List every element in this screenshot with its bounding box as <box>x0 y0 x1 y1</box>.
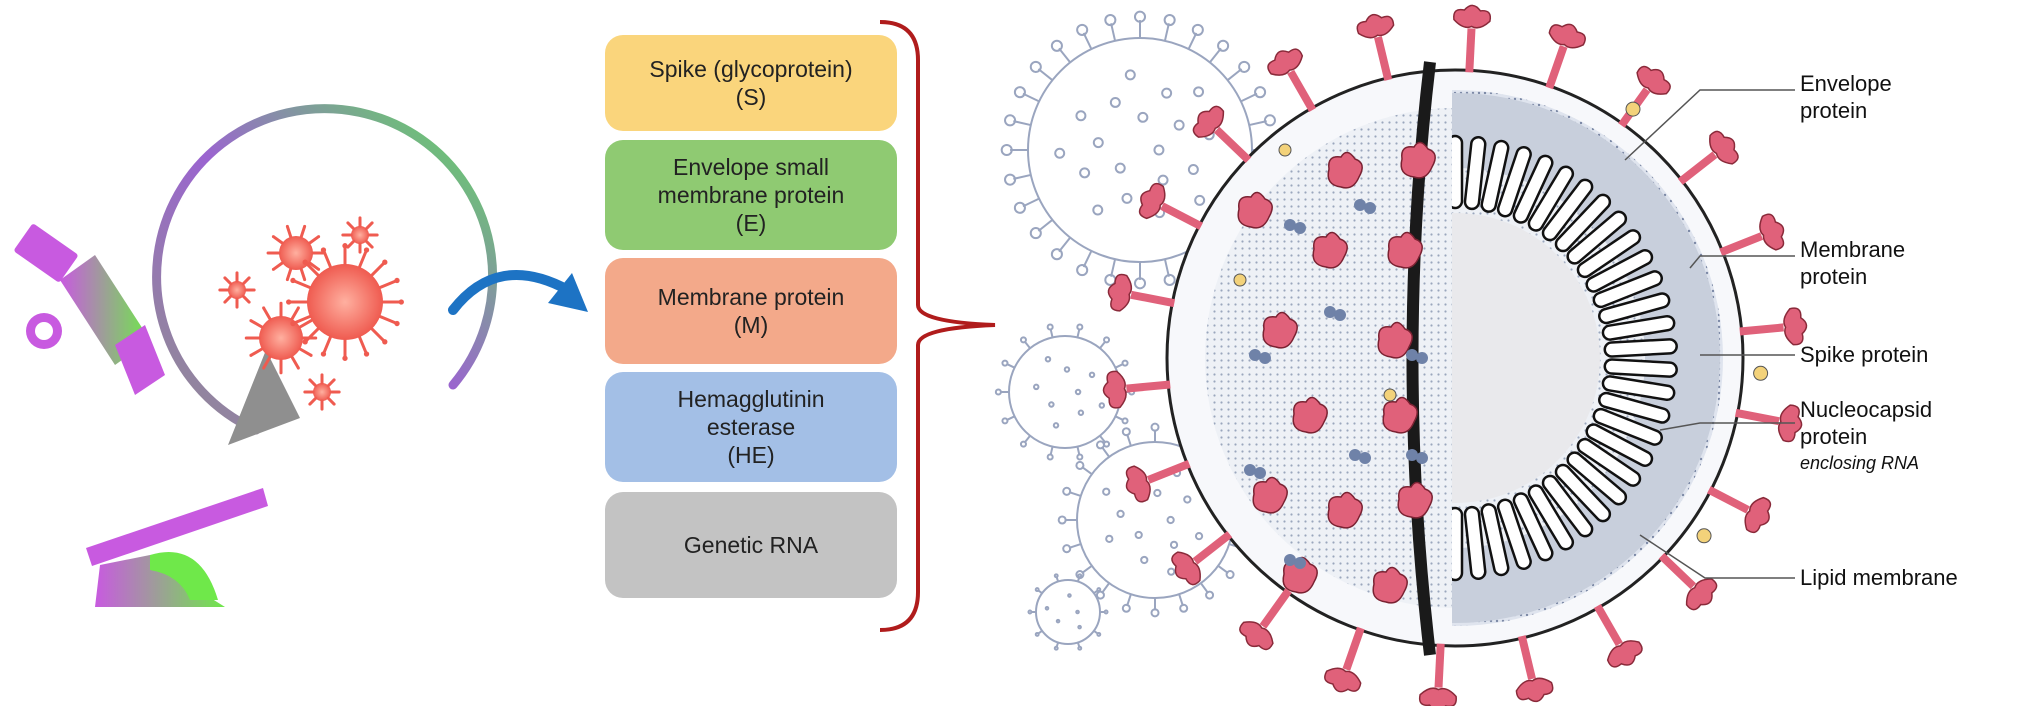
label-membrane-line2: protein <box>1800 264 1868 289</box>
background-virion-outlines <box>994 10 1280 651</box>
protein-box-line: (S) <box>735 84 767 110</box>
label-leader-lines <box>1624 89 1795 579</box>
label-envelope-line1: Envelope <box>1800 71 1892 96</box>
virion-cross-section <box>1102 4 1808 706</box>
microscope-icon <box>14 224 268 607</box>
label-envelope-line2: protein <box>1800 98 1868 123</box>
label-nucleocapsid-line1: Nucleocapsid <box>1800 397 1933 422</box>
label-membrane-line1: Membrane <box>1800 237 1906 262</box>
arrow-icon <box>448 270 588 315</box>
protein-box-line: (E) <box>735 210 767 236</box>
protein-box-line: (HE) <box>727 442 775 468</box>
protein-box: Spike (glycoprotein)(S) <box>605 35 897 131</box>
label-nucleocapsid-note: enclosing RNA <box>1800 453 1920 473</box>
protein-box-line: membrane protein <box>657 182 845 208</box>
protein-box-line: esterase <box>706 414 796 440</box>
label-nucleocapsid-line2: protein <box>1800 424 1868 449</box>
bracket <box>879 20 996 632</box>
protein-box-line: Envelope small <box>673 154 829 180</box>
protein-box-line: Genetic RNA <box>683 532 819 558</box>
protein-box-line: Membrane protein <box>657 284 845 310</box>
label-spike-protein: Spike protein <box>1800 342 1929 367</box>
virus-magnifier-icon <box>152 104 498 445</box>
protein-box: Membrane protein(M) <box>605 258 897 364</box>
label-envelope-protein: Envelope protein <box>1800 70 2000 124</box>
protein-box-line: Spike (glycoprotein) <box>649 56 853 82</box>
protein-box: Genetic RNA <box>605 492 897 598</box>
protein-box-line: Hemagglutinin <box>677 386 825 412</box>
protein-box-line: (M) <box>733 312 769 338</box>
label-lipid-membrane: Lipid membrane <box>1800 565 1958 590</box>
label-nucleocapsid-protein: Nucleocapsid protein enclosing RNA <box>1800 396 2030 477</box>
label-membrane-protein: Membrane protein <box>1800 236 2000 290</box>
